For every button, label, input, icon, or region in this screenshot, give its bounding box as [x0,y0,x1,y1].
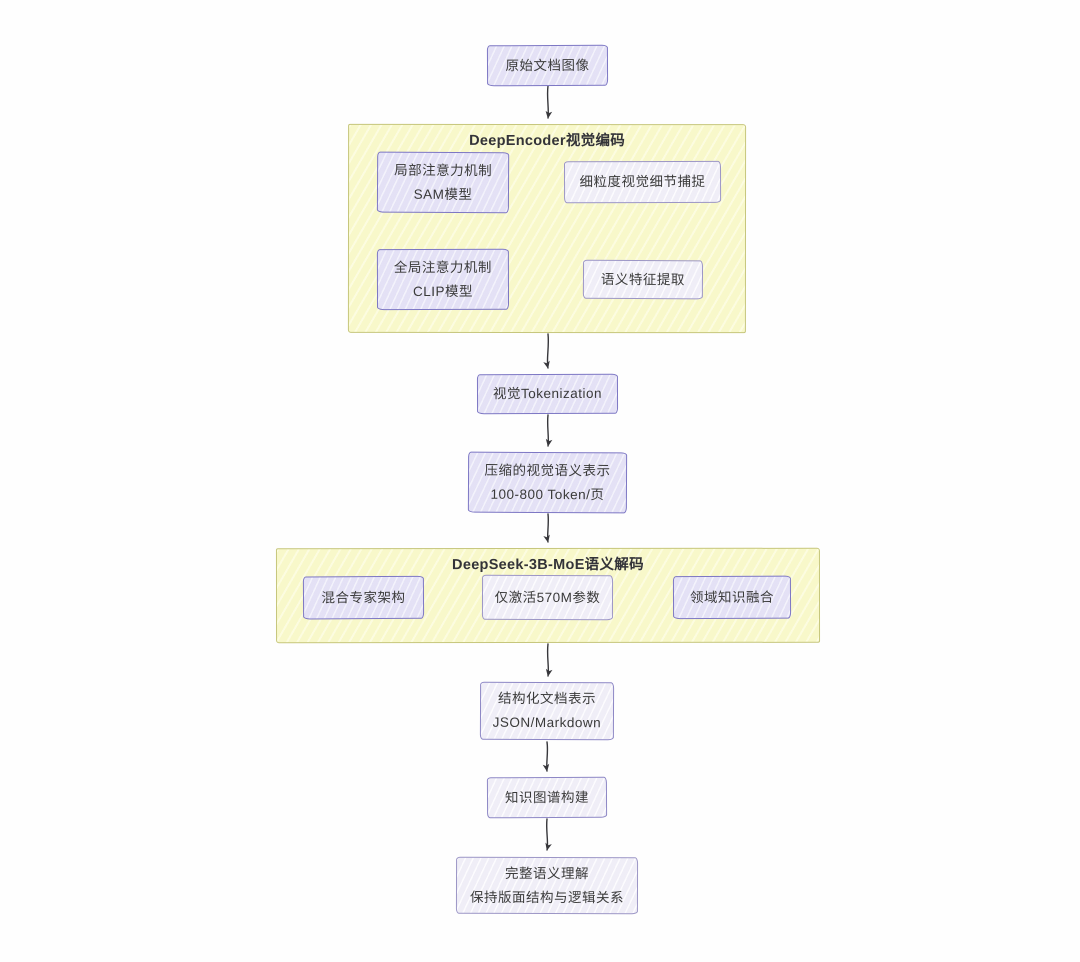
arrow-encoder-to-tokenization [543,333,550,369]
node-label-line1: 结构化文档表示 [498,691,597,707]
node-label: 仅激活570M参数 [494,589,601,605]
container-deepseek-moe: DeepSeek-3B-MoE语义解码 混合专家架构 仅激活570M参数 领域知… [275,547,821,644]
arrow-source-to-encoder [545,85,553,119]
arrow-knowledge-to-full [545,818,552,851]
node-global-attention-clip: 全局注意力机制 CLIP模型 [376,248,510,311]
node-label: 领域知识融合 [689,589,775,605]
node-domain-knowledge-fusion: 领域知识融合 [672,575,792,620]
node-label-line2: 保持版面结构与逻辑关系 [469,889,624,905]
node-compressed-visual-semantics: 压缩的视觉语义表示 100-800 Token/页 [467,451,628,514]
node-label: 知识图谱构建 [504,789,590,805]
node-label-line1: 全局注意力机制 [393,259,492,275]
node-mixture-of-experts: 混合专家架构 [302,575,425,620]
node-semantic-feature-extract: 语义特征提取 [582,259,704,300]
arrow-compressed-to-decoder [543,513,550,543]
node-fine-grained-detail: 细粒度视觉细节捕捉 [563,160,722,204]
node-full-semantic-understanding: 完整语义理解 保持版面结构与逻辑关系 [455,856,639,915]
arrow-structured-to-knowledge [542,741,550,772]
container-deepseek-moe-title: DeepSeek-3B-MoE语义解码 [452,556,644,574]
node-visual-tokenization: 视觉Tokenization [476,373,619,415]
arrow-decoder-to-structured [545,643,553,677]
node-label-line1: 压缩的视觉语义表示 [484,462,611,479]
arrow-tokenization-to-compressed [545,414,553,447]
node-label: 细粒度视觉细节捕捉 [579,174,706,190]
node-label: 原始文档图像 [505,57,590,73]
node-label-line2: JSON/Markdown [492,714,602,731]
node-structured-document: 结构化文档表示 JSON/Markdown [479,681,615,741]
node-label: 语义特征提取 [600,271,686,288]
node-label-line2: 100-800 Token/页 [490,486,605,502]
node-label: 混合专家架构 [321,589,406,606]
node-knowledge-graph: 知识图谱构建 [486,776,608,819]
node-source-document-image: 原始文档图像 [486,44,609,87]
node-label-line2: SAM模型 [413,186,473,202]
node-label-line2: CLIP模型 [412,283,474,299]
node-local-attention-sam: 局部注意力机制 SAM模型 [376,151,510,214]
node-label: 视觉Tokenization [492,385,603,402]
container-deepencoder: DeepEncoder视觉编码 局部注意力机制 SAM模型 细粒度视觉细节捕捉 … [347,123,747,334]
node-active-570m-params: 仅激活570M参数 [481,574,614,621]
node-label-line1: 完整语义理解 [505,865,590,881]
container-deepencoder-title: DeepEncoder视觉编码 [469,132,626,150]
node-label-line1: 局部注意力机制 [394,162,493,179]
